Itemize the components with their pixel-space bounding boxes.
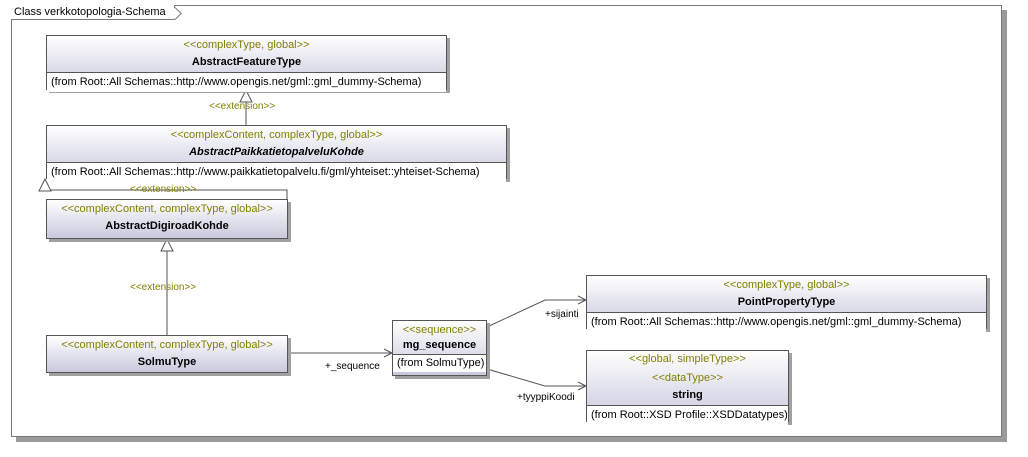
class-name: AbstractDigiroadKohde	[105, 220, 229, 232]
role-label-sequence: +_sequence	[325, 361, 380, 372]
class-solmu-type[interactable]: <<complexContent, complexType, global>> …	[46, 335, 288, 373]
extension-label-1: <<extension>>	[209, 101, 276, 112]
class-name: AbstractPaikkatietopalveluKohde	[189, 146, 364, 158]
class-name: SolmuType	[137, 356, 197, 368]
generalization-arrowhead-1	[239, 88, 253, 103]
class-name: mg_sequence	[402, 339, 477, 351]
extension-label-3: <<extension>>	[130, 282, 197, 293]
class-origin: (from Root::XSD Profile::XSDDatatypes)	[587, 405, 788, 425]
stereotype-label: <<sequence>>	[402, 324, 477, 336]
stereotype-label: <<complexType, global>>	[183, 39, 310, 51]
generalization-arrowhead-2	[38, 177, 52, 192]
class-origin: (from SolmuType)	[393, 354, 486, 372]
stereotype-label: <<complexType, global>>	[723, 279, 850, 291]
class-point-property-type[interactable]: <<complexType, global>> PointPropertyTyp…	[586, 275, 987, 332]
class-abstract-feature-type[interactable]: <<complexType, global>> AbstractFeatureT…	[46, 35, 447, 92]
role-label-tyyppikoodi: +tyyppiKoodi	[517, 392, 575, 403]
class-origin: (from Root::All Schemas::http://www.open…	[587, 312, 986, 332]
class-name: AbstractFeatureType	[191, 56, 302, 68]
stereotype-label: <<complexContent, complexType, global>>	[61, 339, 273, 351]
class-abstract-paikkatietopalvelu-kohde[interactable]: <<complexContent, complexType, global>> …	[46, 125, 507, 182]
extension-label-2: <<extension>>	[130, 184, 197, 195]
class-name: string	[672, 389, 703, 401]
stereotype-label-datatype: <<dataType>>	[652, 372, 723, 384]
class-origin: (from Root::All Schemas::http://www.paik…	[47, 162, 506, 182]
stereotype-label: <<complexContent, complexType, global>>	[61, 203, 273, 215]
association-line-sijainti	[486, 299, 586, 328]
diagram-title: Class verkkotopologia-Schema	[11, 5, 175, 20]
stereotype-label: <<complexContent, complexType, global>>	[170, 129, 383, 141]
association-line-tyyppi	[486, 368, 586, 387]
class-abstract-digiroad-kohde[interactable]: <<complexContent, complexType, global>> …	[46, 199, 288, 239]
role-label-sijainti: +sijainti	[545, 309, 579, 320]
class-name: PointPropertyType	[737, 296, 836, 308]
class-origin: (from Root::All Schemas::http://www.open…	[47, 72, 446, 92]
generalization-arrowhead-3	[160, 237, 174, 252]
class-string[interactable]: <<global, simpleType>> <<dataType>> stri…	[586, 350, 789, 425]
stereotype-label: <<global, simpleType>>	[629, 353, 746, 365]
class-mg-sequence[interactable]: <<sequence>> mg_sequence (from SolmuType…	[392, 320, 487, 376]
